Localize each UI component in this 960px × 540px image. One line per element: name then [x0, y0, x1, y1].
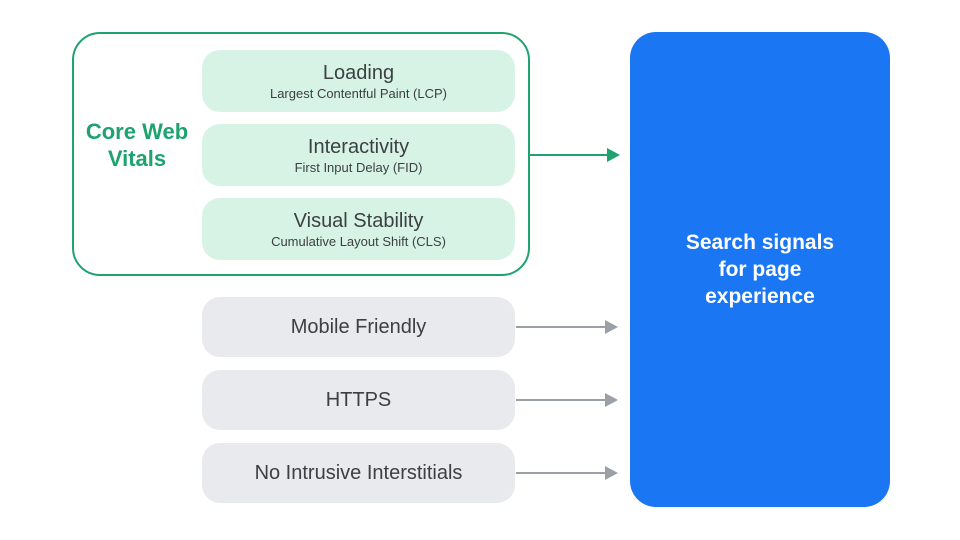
metric-subtitle-lcp: Largest Contentful Paint (LCP) — [269, 85, 448, 101]
arrow-head-icon — [605, 320, 618, 334]
arrow-shaft — [516, 326, 605, 328]
arrow-icon-no-intrusive-interstitials — [516, 465, 618, 481]
metric-title-interactivity: Interactivity — [307, 135, 410, 158]
metric-box-interactivity: Interactivity First Input Delay (FID) — [202, 124, 515, 186]
arrow-icon-https — [516, 392, 618, 408]
signal-box-mobile-friendly: Mobile Friendly — [202, 297, 515, 357]
signal-box-https: HTTPS — [202, 370, 515, 430]
search-signals-box: Search signals for page experience — [630, 32, 890, 507]
metric-subtitle-cls: Cumulative Layout Shift (CLS) — [271, 233, 446, 249]
metric-title-visual-stability: Visual Stability — [293, 209, 424, 232]
search-signals-label: Search signals for page experience — [685, 231, 835, 308]
arrow-icon-mobile-friendly — [516, 319, 618, 335]
metric-title-loading: Loading — [322, 61, 395, 84]
arrow-shaft — [530, 154, 607, 156]
arrow-shaft — [516, 399, 605, 401]
arrow-shaft — [516, 472, 605, 474]
core-web-vitals-label: Core Web Vitals — [85, 119, 189, 171]
arrow-head-icon — [607, 148, 620, 162]
signal-box-no-intrusive-interstitials: No Intrusive Interstitials — [202, 443, 515, 503]
arrow-head-icon — [605, 466, 618, 480]
arrow-head-icon — [605, 393, 618, 407]
arrow-icon-core-web-vitals — [530, 147, 620, 163]
metric-box-visual-stability: Visual Stability Cumulative Layout Shift… — [202, 198, 515, 260]
metric-box-loading: Loading Largest Contentful Paint (LCP) — [202, 50, 515, 112]
metric-subtitle-fid: First Input Delay (FID) — [294, 159, 423, 175]
